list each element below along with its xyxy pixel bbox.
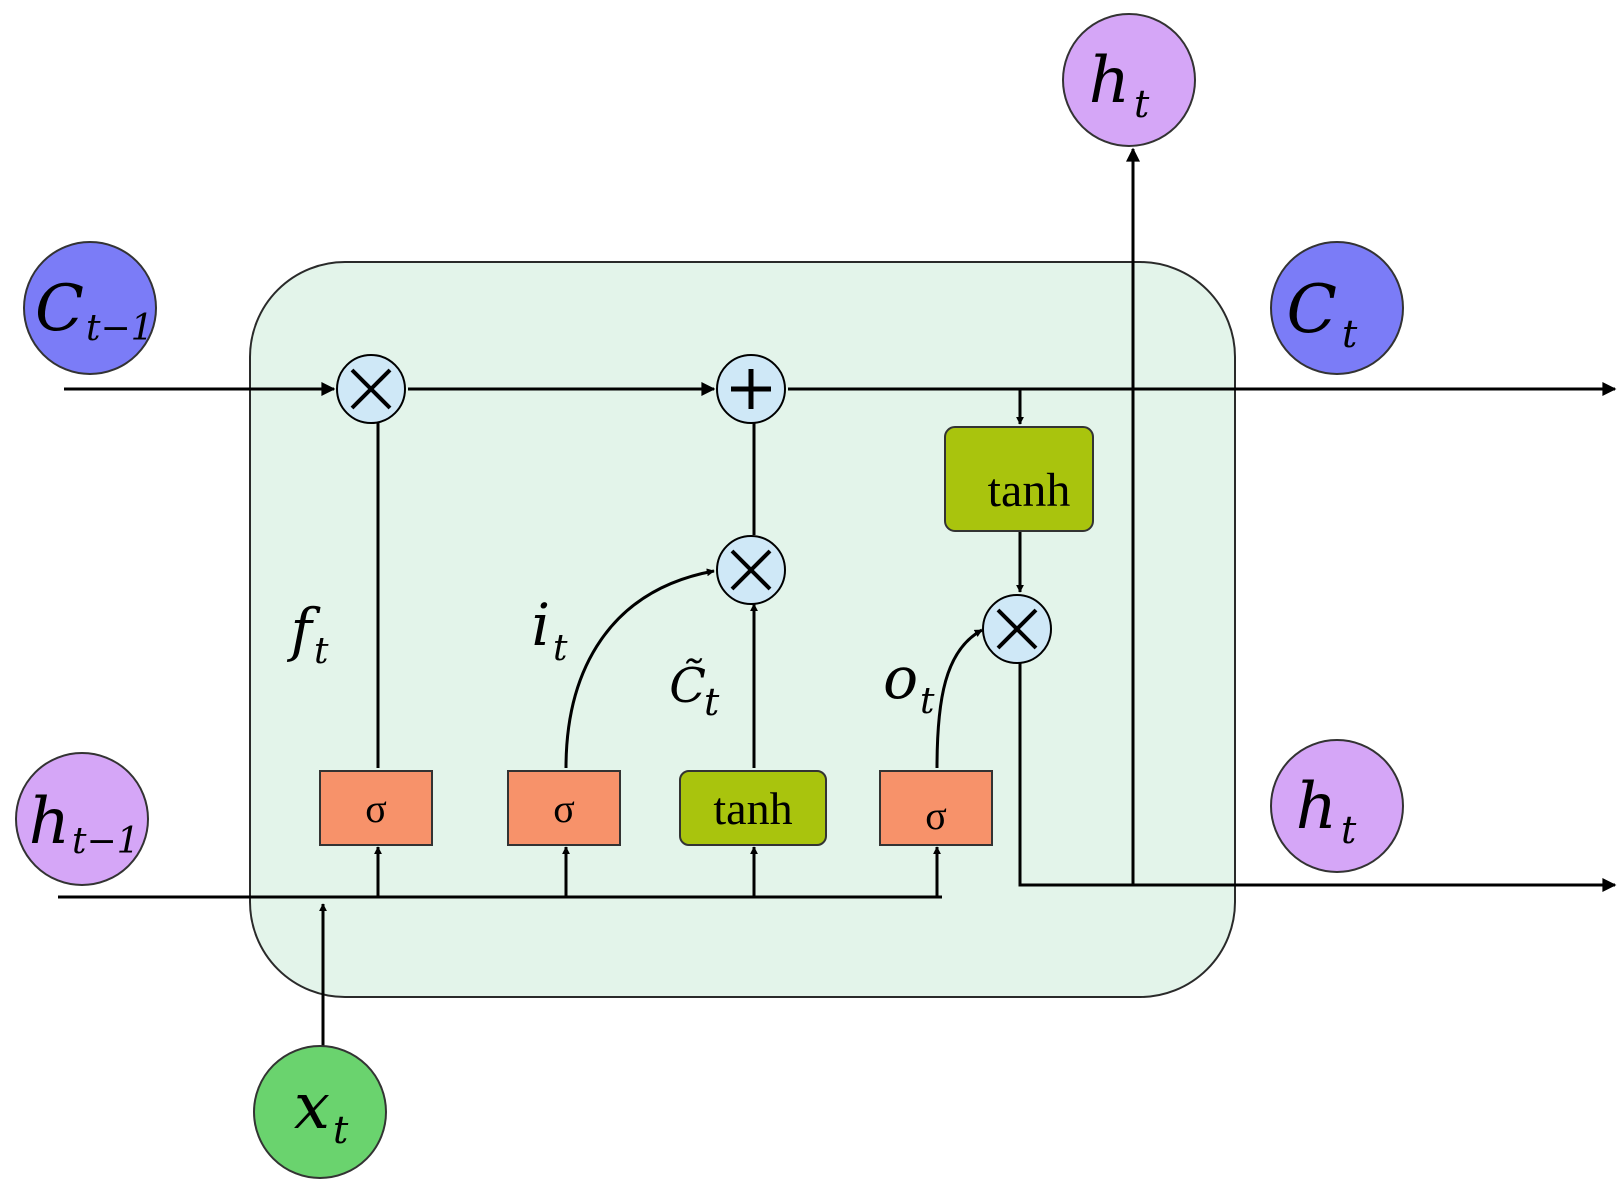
candidate-gate-label: tanh (713, 783, 792, 834)
c-prev-sub: t−1 (86, 308, 154, 349)
c-out-sub: t (1342, 312, 1358, 356)
forget-gate-label: σ (365, 786, 387, 831)
cell-tanh: tanh (944, 426, 1094, 532)
h-prev-node: h t−1 (15, 752, 149, 886)
c-prev-base: C (35, 272, 84, 346)
x-input-sub: t (333, 1108, 349, 1152)
i-label-sub: t (553, 628, 568, 669)
output-gate: σ (879, 770, 993, 846)
c-tilde-label-sub: t (704, 680, 720, 724)
h-prev-base: h (29, 785, 70, 859)
h-out-top-sub: t (1134, 82, 1150, 126)
input-gate-label: σ (553, 786, 575, 831)
x-input-base: x (294, 1070, 330, 1144)
h-out-top-base: h (1089, 44, 1130, 118)
c-out-base: C (1287, 271, 1338, 348)
h-out-right-base: h (1296, 770, 1337, 844)
mul-to-hidden-out (1018, 663, 1617, 892)
c-prev-node: C t−1 (23, 241, 157, 375)
multiply-icon (336, 354, 406, 424)
multiply-icon (716, 535, 786, 605)
forget-gate: σ (319, 770, 433, 846)
candidate-gate: tanh (679, 770, 827, 846)
multiply-icon (982, 594, 1052, 664)
svg-text:C: C (35, 272, 84, 346)
input-to-mul (564, 568, 715, 769)
input-gate: σ (507, 770, 621, 846)
o-label-base: o (883, 644, 918, 712)
h-prev-sub: t−1 (72, 821, 140, 862)
c-out-node: C t (1270, 241, 1404, 375)
output-output-label: o t (883, 644, 935, 722)
c-tilde-label-base: C̃ (669, 656, 706, 714)
h-out-right-node: h t (1270, 739, 1404, 873)
candidate-output-label: C̃ t (669, 656, 720, 724)
h-out-right-sub: t (1341, 808, 1357, 852)
x-input-node: x t (253, 1045, 387, 1179)
cell-tanh-label: tanh (988, 464, 1071, 517)
plus-icon (716, 354, 786, 424)
i-label-base: i (531, 591, 550, 659)
h-out-top-node: h t (1062, 13, 1196, 147)
o-label-sub: t (920, 681, 935, 722)
input-output-label: i t (531, 591, 568, 669)
output-gate-label: σ (925, 793, 947, 838)
output-to-mul (935, 628, 983, 769)
f-label-sub: t (314, 631, 329, 672)
